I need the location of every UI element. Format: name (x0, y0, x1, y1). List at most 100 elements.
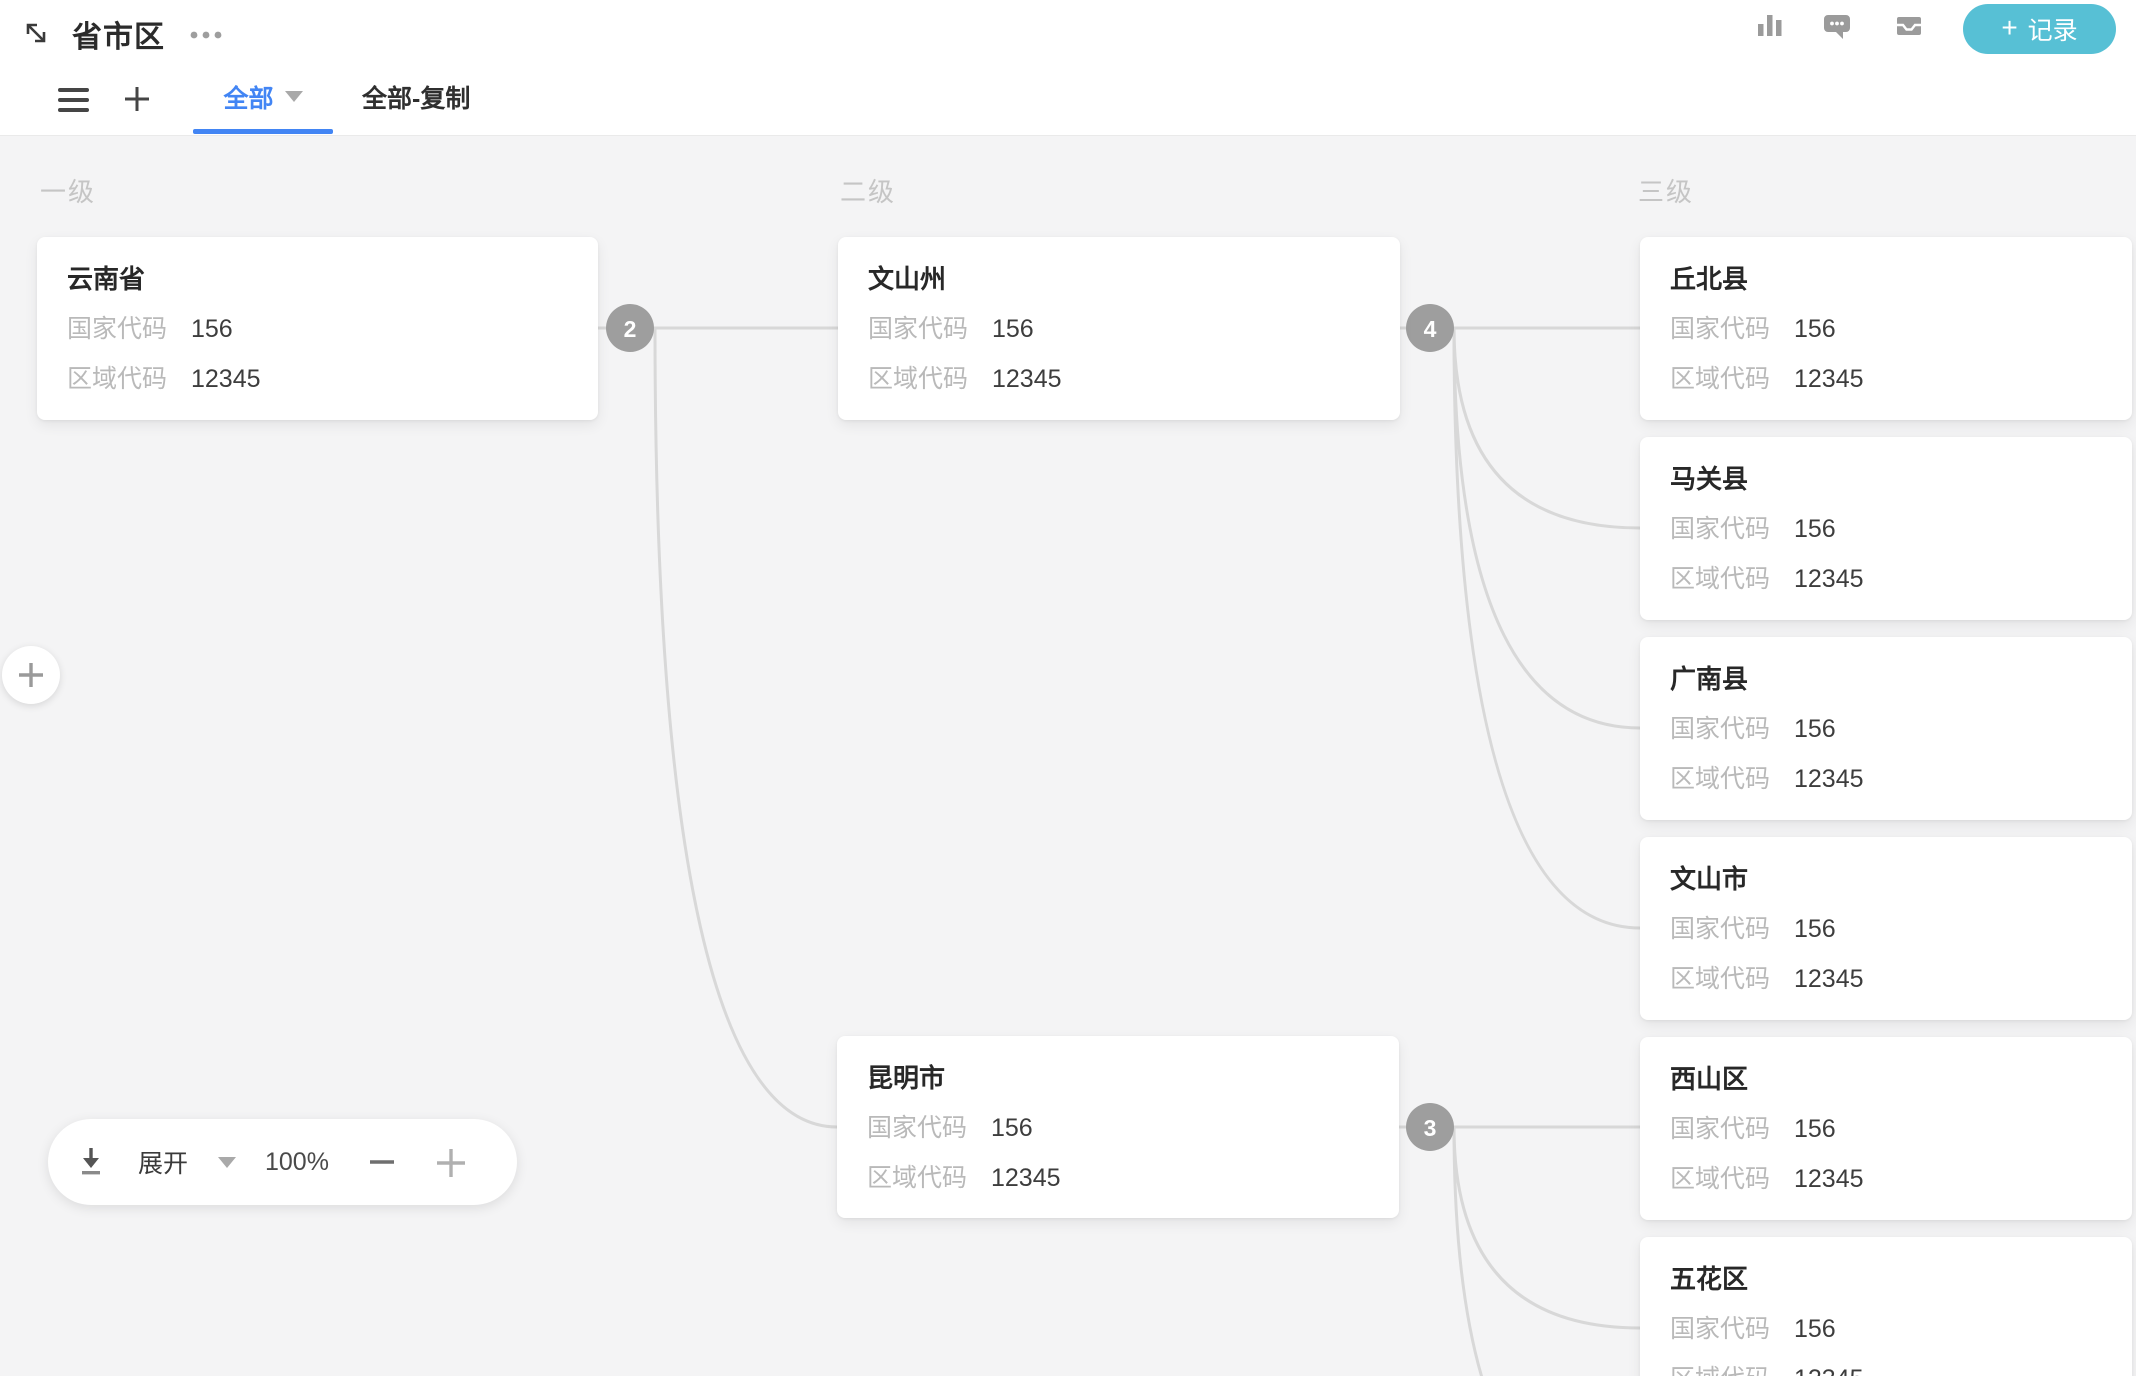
field-value-country-code: 156 (1794, 1315, 1836, 1343)
child-count-badge[interactable]: 2 (606, 304, 654, 352)
card-field-row: 区域代码 12345 (868, 364, 1370, 395)
record-card[interactable]: 文山州国家代码 156 区域代码 12345 (838, 237, 1400, 420)
child-count-label: 3 (1424, 1115, 1437, 1141)
page-title: 省市区 (72, 21, 165, 54)
field-label-country-code: 国家代码 (1670, 1115, 1771, 1143)
title-bar: 省市区 + 记录 (0, 0, 2136, 58)
field-value-region-code: 12345 (1794, 1165, 1864, 1193)
zoom-toolbar: 展开 100% (48, 1119, 517, 1205)
field-value-country-code: 156 (1794, 715, 1836, 743)
expand-icon[interactable] (18, 15, 54, 51)
field-value-country-code: 156 (1794, 315, 1836, 343)
expand-label: 展开 (138, 1150, 189, 1178)
field-label-country-code: 国家代码 (1670, 1315, 1771, 1343)
add-record-label: 记录 (2027, 17, 2078, 45)
field-value-country-code: 156 (1794, 915, 1836, 943)
zoom-out-icon[interactable] (366, 1146, 398, 1178)
active-tab-underline (193, 129, 333, 134)
tab-all-copy[interactable]: 全部-复制 (362, 84, 471, 113)
field-value-region-code: 12345 (1794, 965, 1864, 993)
field-label-region-code: 区域代码 (1670, 1364, 1774, 1376)
plus-icon: + (2001, 12, 2018, 43)
add-node-button[interactable] (2, 646, 60, 704)
connector-line (1452, 327, 1641, 730)
field-label-region-code: 区域代码 (1670, 565, 1771, 593)
field-label-region-code: 区域代码 (67, 365, 168, 393)
card-title: 文山市 (1670, 864, 1749, 894)
child-count-badge[interactable]: 4 (1406, 304, 1454, 352)
connector-line (1452, 1126, 1484, 1376)
column-header-level3: 三级 (1638, 177, 1695, 207)
field-label-country-code: 国家代码 (867, 1114, 968, 1142)
field-value-country-code: 156 (1794, 1115, 1836, 1143)
field-value-region-code: 12345 (992, 365, 1062, 393)
card-field-row: 区域代码 12345 (1670, 964, 2102, 995)
field-value-country-code: 156 (991, 1114, 1033, 1142)
field-label-country-code: 国家代码 (67, 315, 168, 343)
card-title: 文山州 (868, 264, 947, 294)
field-label-country-code: 国家代码 (1670, 715, 1771, 743)
card-title: 广南县 (1670, 664, 1749, 694)
field-value-country-code: 156 (992, 315, 1034, 343)
download-icon[interactable] (74, 1145, 108, 1179)
field-value-country-code: 156 (1794, 515, 1836, 543)
field-value-region-code: 12345 (1794, 1364, 1864, 1376)
card-field-row: 区域代码 12345 (1670, 564, 2102, 595)
field-label-region-code: 区域代码 (1670, 1165, 1771, 1193)
field-value-region-code: 12345 (1794, 365, 1864, 393)
chevron-down-icon (218, 1156, 237, 1168)
child-count-label: 2 (624, 316, 637, 342)
card-field-row: 国家代码 156 (868, 314, 1370, 345)
record-card[interactable]: 文山市国家代码 156 区域代码 12345 (1640, 837, 2132, 1020)
column-header-level1: 一级 (40, 177, 97, 207)
field-label-region-code: 区域代码 (867, 1164, 968, 1192)
child-count-label: 4 (1424, 316, 1437, 342)
card-field-row: 国家代码 156 (1670, 914, 2102, 945)
card-title: 五花区 (1670, 1264, 1749, 1294)
field-label-region-code: 区域代码 (868, 365, 969, 393)
add-record-button[interactable]: + 记录 (1963, 4, 2116, 54)
inbox-icon[interactable] (1894, 11, 1924, 41)
field-label-country-code: 国家代码 (868, 315, 969, 343)
connector-lines-layer: 2 4 3 (598, 304, 1641, 1376)
field-value-region-code: 12345 (1794, 565, 1864, 593)
field-label-country-code: 国家代码 (1670, 915, 1771, 943)
tab-all-label: 全部 (223, 84, 274, 113)
card-field-row: 区域代码 12345 (867, 1163, 1369, 1194)
connector-line (1452, 327, 1641, 530)
comment-icon[interactable] (1822, 11, 1852, 41)
card-title: 丘北县 (1670, 264, 1749, 294)
chevron-down-icon[interactable] (284, 91, 303, 102)
card-title: 云南省 (67, 264, 146, 294)
field-label-region-code: 区域代码 (1670, 965, 1771, 993)
tab-all[interactable]: 全部 (193, 58, 333, 135)
view-list-icon[interactable] (58, 88, 89, 112)
record-card[interactable]: 昆明市国家代码 156 区域代码 12345 (837, 1036, 1399, 1218)
field-value-region-code: 12345 (1794, 765, 1864, 793)
add-view-icon[interactable] (121, 83, 153, 115)
child-count-badge[interactable]: 3 (1406, 1103, 1454, 1151)
card-field-row: 国家代码 156 (1670, 1314, 2102, 1345)
chart-icon[interactable] (1755, 11, 1785, 41)
column-header-level2: 二级 (840, 177, 897, 207)
card-title: 昆明市 (867, 1063, 946, 1093)
more-options-icon[interactable] (188, 22, 228, 44)
zoom-in-icon[interactable] (434, 1146, 468, 1180)
field-value-region-code: 12345 (991, 1164, 1061, 1192)
expand-collapse-dropdown[interactable]: 展开 (138, 1119, 237, 1205)
connector-line (1452, 1126, 1641, 1330)
field-value-region-code: 12345 (191, 365, 261, 393)
card-title: 马关县 (1670, 464, 1749, 494)
zoom-level: 100% (265, 1147, 329, 1176)
